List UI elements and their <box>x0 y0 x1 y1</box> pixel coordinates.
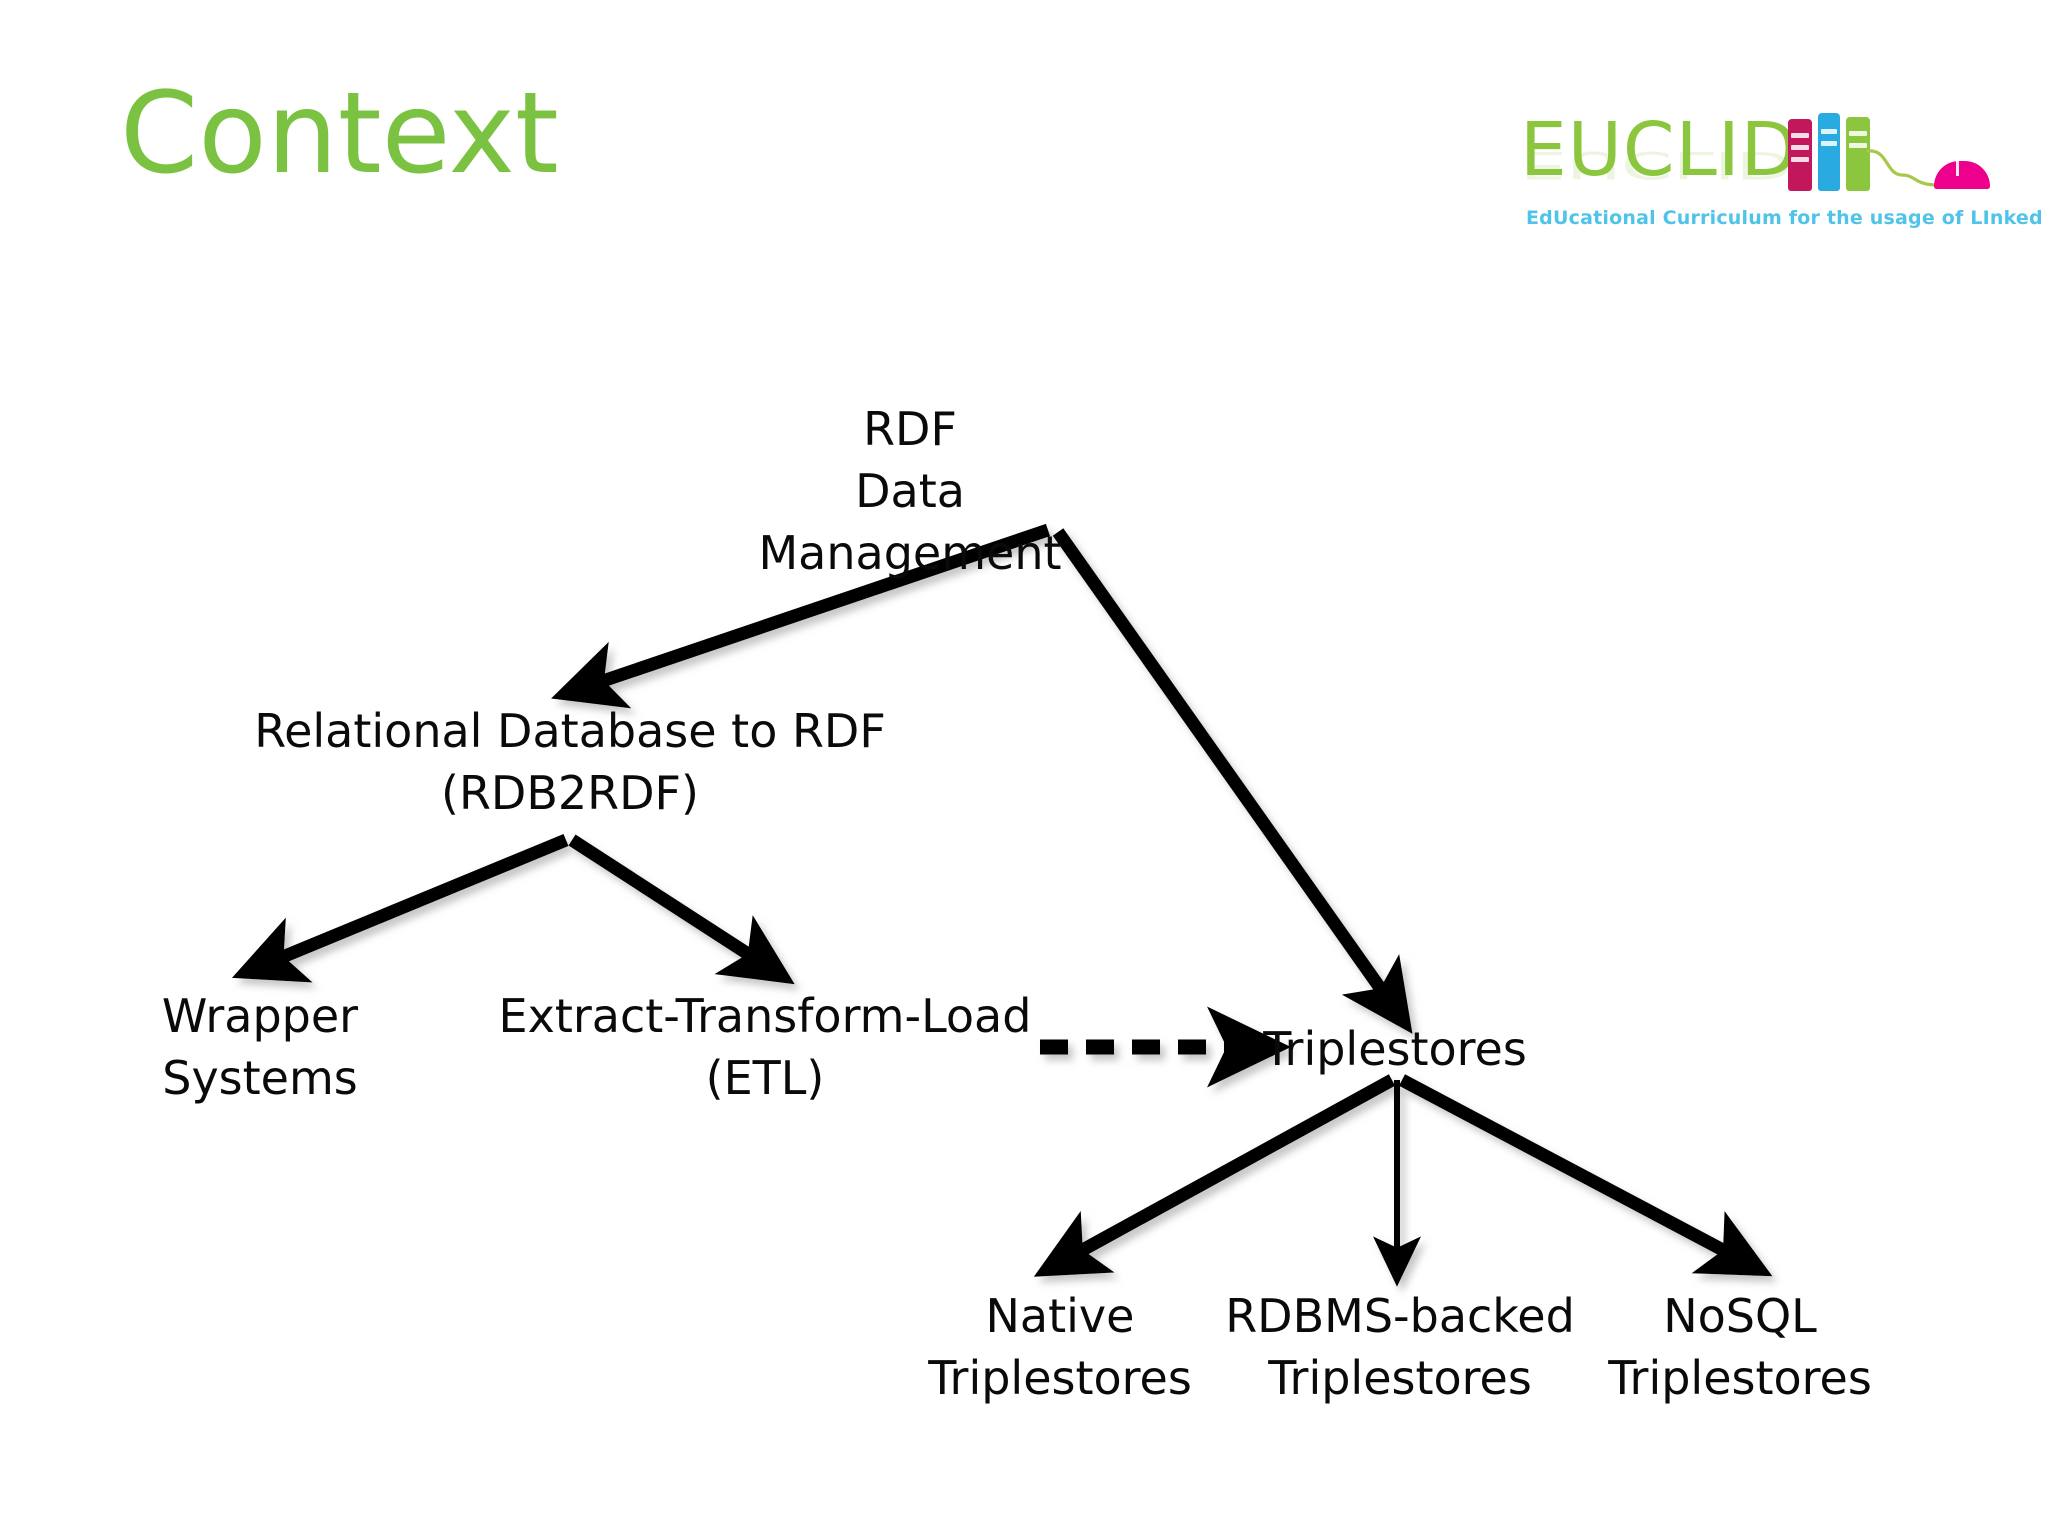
euclid-tagline: EdUcational Curriculum for the usage of … <box>1526 207 2048 229</box>
mouse-cable-icon <box>1866 149 1940 187</box>
books-icon <box>1788 107 1990 191</box>
node-native-triplestores: Native Triplestores <box>928 1289 1192 1405</box>
node-wrapper-systems: Wrapper Systems <box>161 989 359 1105</box>
page-title: Context <box>120 69 559 199</box>
euclid-logo: EUCLID EUCLID EdUcational Curriculum for <box>1520 95 2048 245</box>
edge-root-to-triplestores <box>1052 528 1413 1034</box>
node-rdf-data-management: RDF Data Management <box>758 402 1062 580</box>
euclid-logo-row: EUCLID <box>1520 95 1990 187</box>
edge-rdb2rdf-to-etl <box>568 834 795 985</box>
node-etl: Extract-Transform-Load (ETL) <box>498 989 1032 1105</box>
book-magenta-icon <box>1788 119 1812 191</box>
node-rdb2rdf: Relational Database to RDF (RDB2RDF) <box>254 704 886 820</box>
book-green-icon <box>1846 117 1870 191</box>
node-rdbms-backed-triplestores: RDBMS-backed Triplestores <box>1225 1289 1575 1405</box>
book-blue-icon <box>1818 113 1840 191</box>
edge-triplestores-to-nosql <box>1398 1074 1773 1277</box>
node-triplestores: Triplestores <box>1263 1022 1527 1076</box>
slide-footer: Capsenta ontotext 3 <box>0 1440 2048 1536</box>
edge-rdb2rdf-to-wrapper <box>231 833 569 983</box>
node-nosql-triplestores: NoSQL Triplestores <box>1608 1289 1872 1405</box>
edge-triplestores-to-native <box>1033 1074 1396 1277</box>
euclid-wordmark: EUCLID <box>1520 107 1799 193</box>
